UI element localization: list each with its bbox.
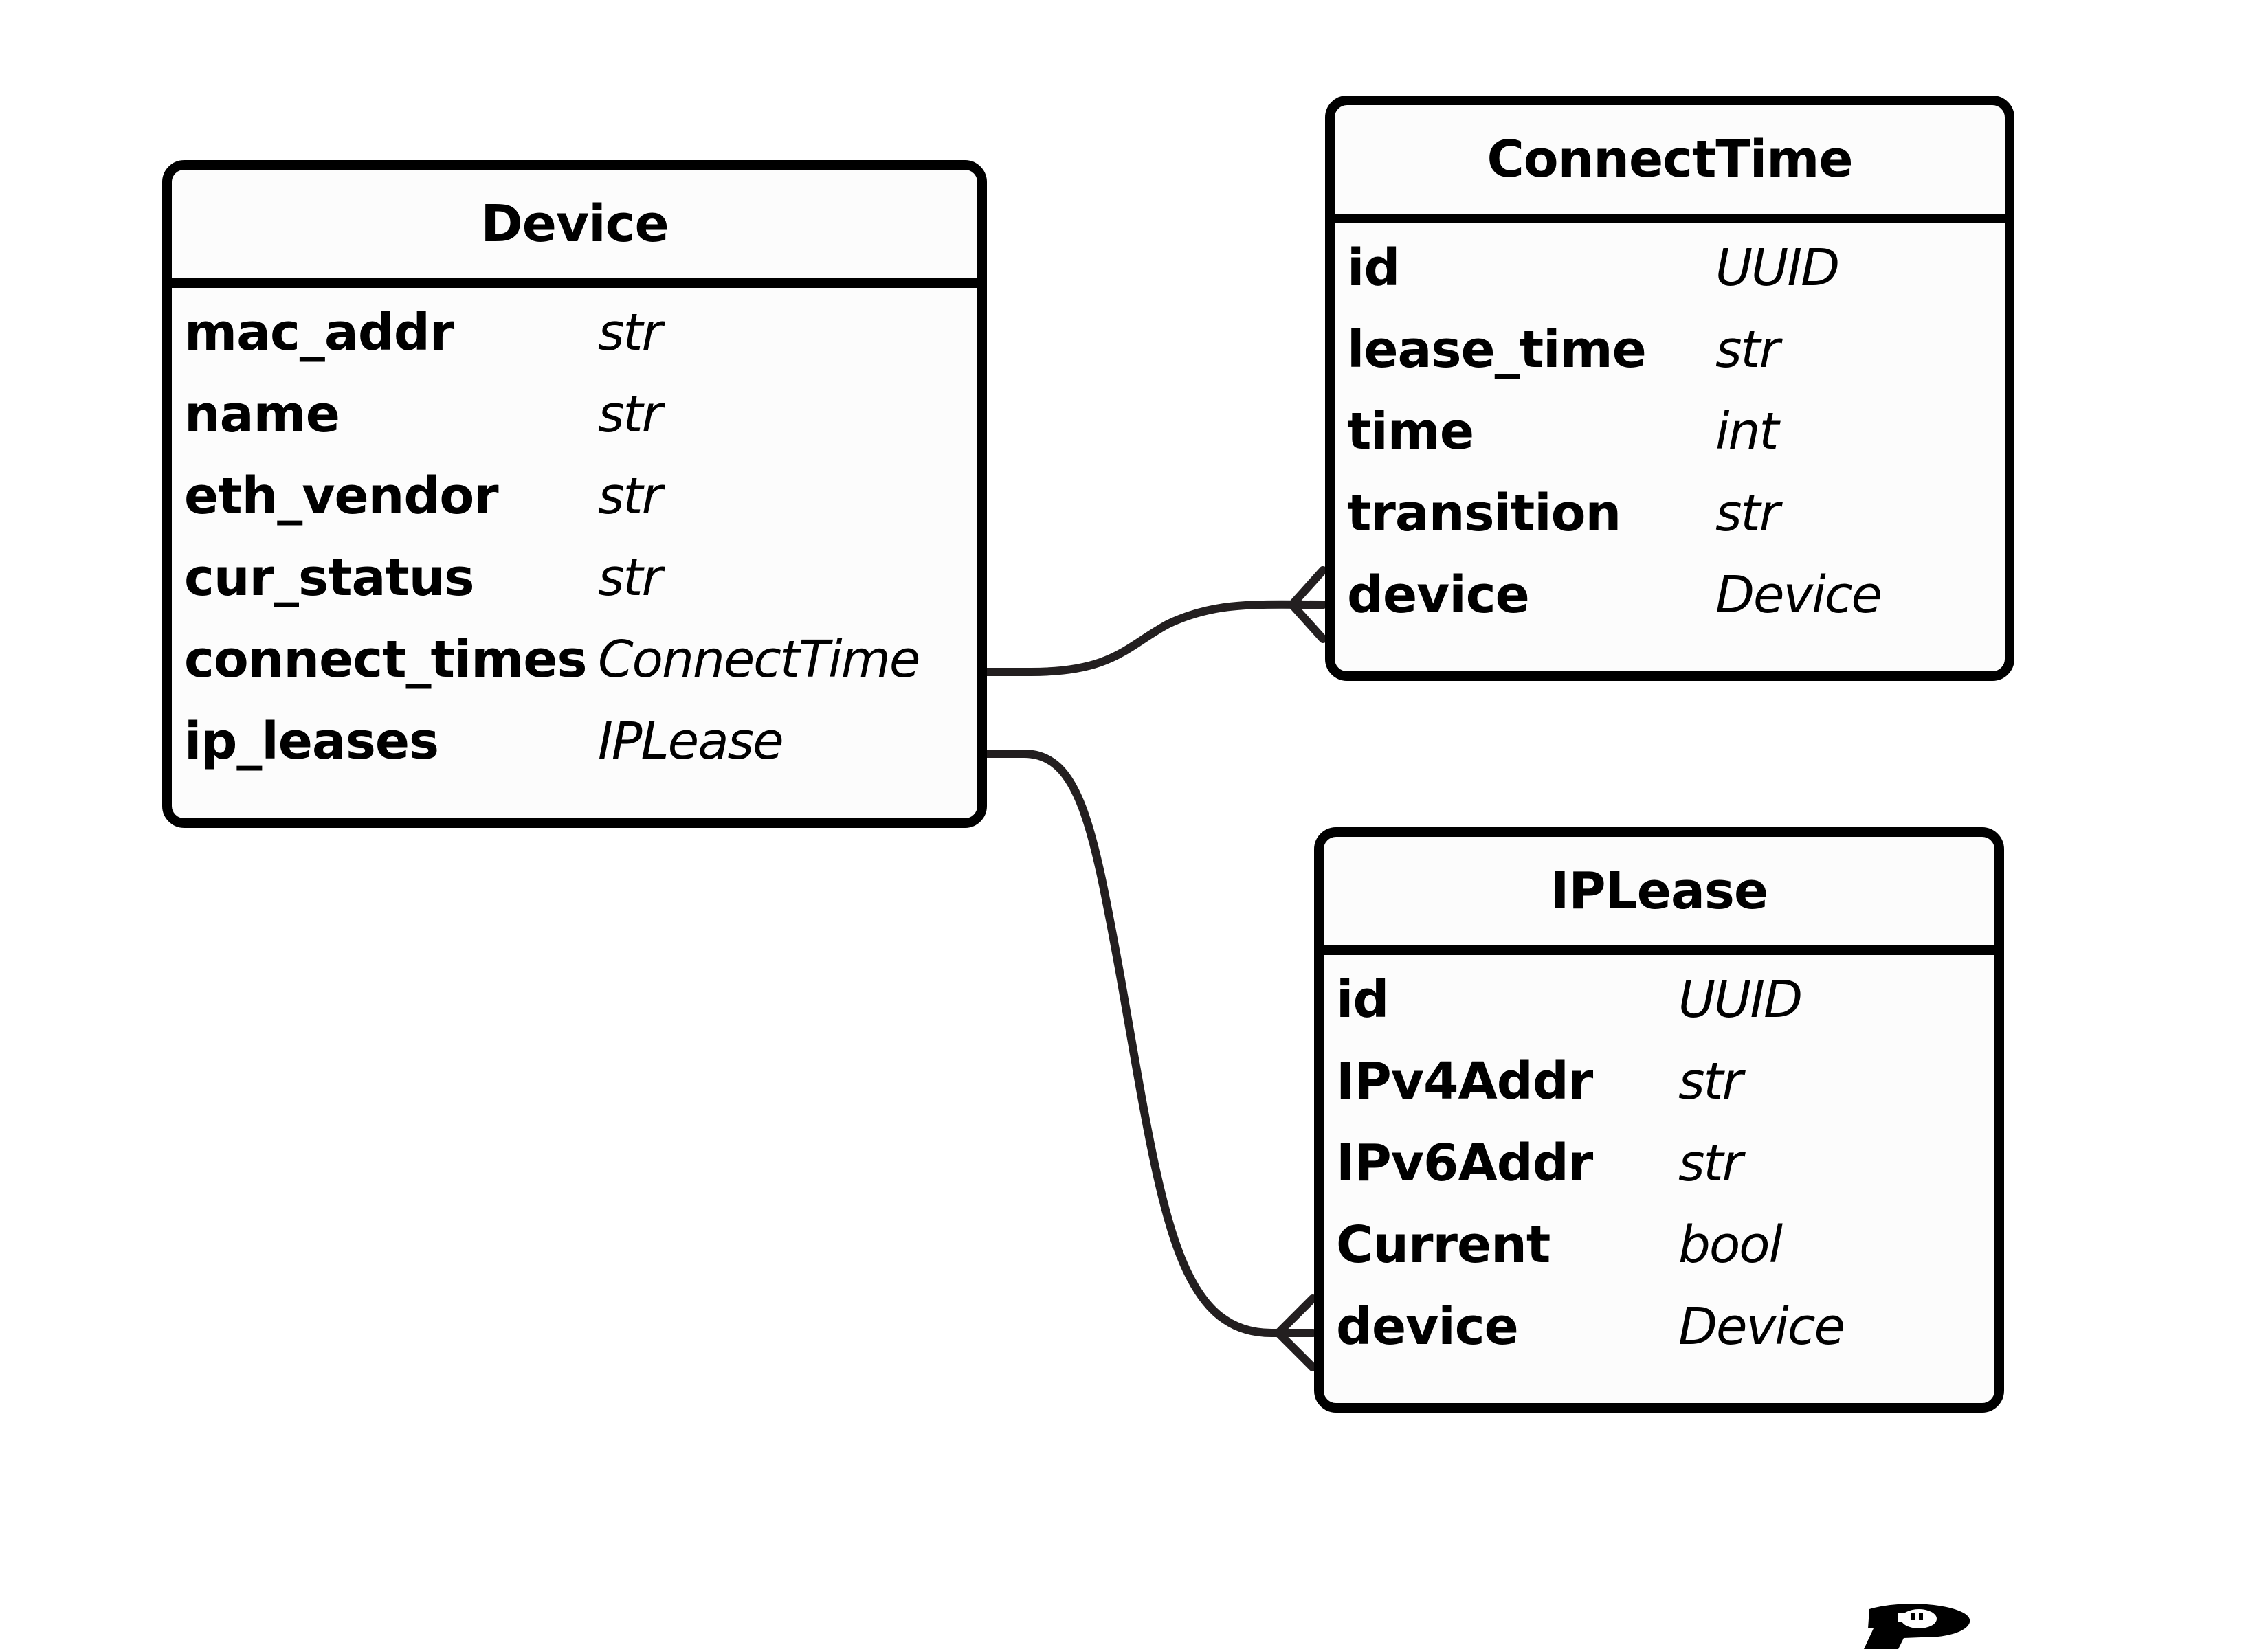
field-name: time [1347, 402, 1474, 461]
field-type: IPLease [598, 712, 784, 771]
field-row[interactable]: ip_leases IPLease [172, 701, 977, 783]
entity-title: IPLease [1324, 837, 1994, 955]
field-row[interactable]: device Device [1335, 554, 2005, 636]
field-row[interactable]: transition str [1335, 473, 2005, 554]
field-row[interactable]: time int [1335, 391, 2005, 473]
crow-foot-iplease-icon [1274, 1294, 1317, 1371]
field-row[interactable]: id UUID [1324, 959, 1994, 1041]
field-name: id [1347, 238, 1400, 298]
crow-foot-connecttime-icon [1288, 566, 1327, 643]
field-type: int [1715, 402, 1779, 461]
field-name: IPv6Addr [1336, 1134, 1593, 1193]
field-row[interactable]: id UUID [1335, 227, 2005, 309]
field-type: str [598, 303, 663, 362]
field-type: UUID [1678, 970, 1803, 1029]
field-name: eth_vendor [184, 467, 499, 526]
field-row[interactable]: name str [172, 374, 977, 456]
field-row[interactable]: mac_addr str [172, 292, 977, 374]
field-name: device [1347, 565, 1530, 625]
field-row[interactable]: cur_status str [172, 537, 977, 619]
field-name: IPv4Addr [1336, 1052, 1593, 1111]
field-type: ConnectTime [598, 630, 920, 689]
field-type: str [598, 467, 663, 526]
field-name: Current [1336, 1215, 1550, 1275]
field-name: connect_times [184, 630, 588, 689]
relation-line-connect-times [983, 600, 1327, 676]
field-row[interactable]: IPv4Addr str [1324, 1041, 1994, 1123]
field-type: str [1678, 1134, 1743, 1193]
field-type: str [1715, 320, 1780, 379]
field-row[interactable]: connect_times ConnectTime [172, 619, 977, 701]
field-row[interactable]: Current bool [1324, 1204, 1994, 1286]
field-name: ip_leases [184, 712, 439, 771]
field-name: id [1336, 970, 1389, 1029]
field-type: str [1678, 1052, 1743, 1111]
field-type: Device [1715, 565, 1882, 625]
field-type: Device [1678, 1297, 1845, 1356]
field-name: transition [1347, 484, 1621, 543]
field-type: str [1715, 484, 1780, 543]
entity-device[interactable]: Device mac_addr str name str eth_vendor … [162, 160, 987, 828]
field-type: str [598, 548, 663, 607]
entity-iplease[interactable]: IPLease id UUID IPv4Addr str IPv6Addr st… [1314, 827, 2004, 1413]
field-type: bool [1678, 1215, 1783, 1275]
field-name: lease_time [1347, 320, 1647, 379]
field-name: cur_status [184, 548, 474, 607]
entity-title: Device [172, 170, 977, 288]
relation-line-ip-leases [983, 750, 1317, 1337]
field-row[interactable]: lease_time str [1335, 309, 2005, 391]
field-type: str [598, 385, 663, 444]
pony-logo-icon [1864, 1604, 1970, 1649]
entity-title: ConnectTime [1335, 105, 2005, 223]
field-row[interactable]: eth_vendor str [172, 456, 977, 537]
field-name: name [184, 385, 340, 444]
field-type: UUID [1715, 238, 1840, 298]
field-name: device [1336, 1297, 1519, 1356]
field-name: mac_addr [184, 303, 454, 362]
field-row[interactable]: IPv6Addr str [1324, 1123, 1994, 1204]
entity-connecttime[interactable]: ConnectTime id UUID lease_time str time … [1325, 96, 2014, 681]
field-row[interactable]: device Device [1324, 1286, 1994, 1368]
